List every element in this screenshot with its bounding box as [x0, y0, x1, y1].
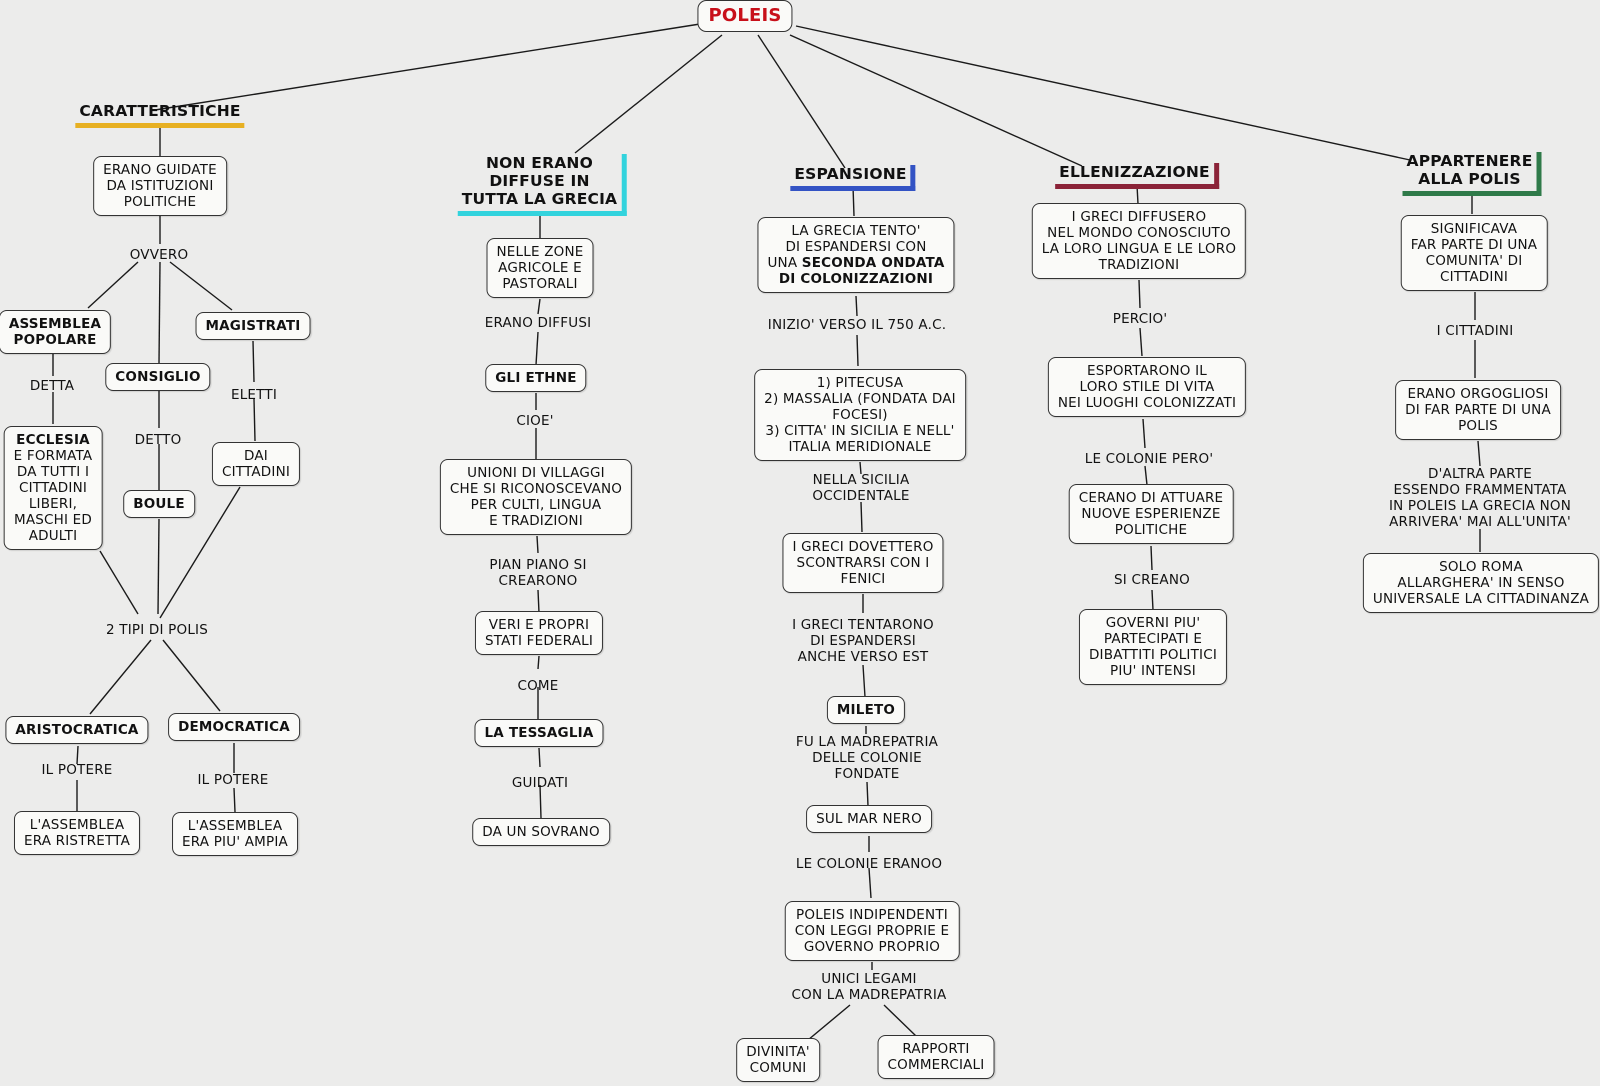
- node-cerano-attuare: CERANO DI ATTUARE NUOVE ESPERIENZE POLIT…: [1068, 484, 1234, 544]
- node-assemblea-popolare: ASSEMBLEA POPOLARE: [0, 310, 112, 354]
- link-il-potere-1: IL POTERE: [41, 762, 113, 778]
- branch-non-erano-diffuse: NON ERANO DIFFUSE IN TUTTA LA GRECIA: [457, 154, 627, 216]
- link-unici-legami: UNICI LEGAMI CON LA MADREPATRIA: [791, 971, 947, 1003]
- poleis-root: POLEIS: [697, 0, 793, 32]
- node-magistrati: MAGISTRATI: [195, 312, 311, 340]
- node-grecia-tento: LA GRECIA TENTO' DI ESPANDERSI CON UNA S…: [757, 217, 955, 293]
- node-divinita-comuni: DIVINITA' COMUNI: [736, 1038, 820, 1082]
- link-cioe: CIOE': [516, 413, 554, 429]
- branch-appartenere: APPARTENERE ALLA POLIS: [1402, 152, 1542, 196]
- node-poleis-indipendenti: POLEIS INDIPENDENTI CON LEGGI PROPRIE E …: [784, 901, 960, 961]
- link-come: COME: [517, 678, 559, 694]
- node-assemblea-ampia: L'ASSEMBLEA ERA PIU' AMPIA: [172, 812, 298, 856]
- node-democratica: DEMOCRATICA: [168, 713, 300, 741]
- node-da-un-sovrano: DA UN SOVRANO: [472, 818, 610, 846]
- node-consiglio: CONSIGLIO: [105, 363, 211, 391]
- link-colonie-pero: LE COLONIE PERO': [1084, 451, 1214, 467]
- link-madrepatria: FU LA MADREPATRIA DELLE COLONIE FONDATE: [795, 734, 939, 782]
- link-detta: DETTA: [29, 378, 75, 394]
- branch-espansione: ESPANSIONE: [790, 165, 916, 191]
- node-greci-diffusero: I GRECI DIFFUSERO NEL MONDO CONOSCIUTO L…: [1031, 203, 1247, 279]
- node-gli-ethne: GLI ETHNE: [485, 364, 587, 392]
- branch-caratteristiche: CARATTERISTICHE: [75, 102, 245, 128]
- node-governi-partecipati: GOVERNI PIU' PARTECIPATI E DIBATTITI POL…: [1078, 609, 1228, 685]
- node-la-tessaglia: LA TESSAGLIA: [474, 719, 604, 747]
- link-tentarono-est: I GRECI TENTARONO DI ESPANDERSI ANCHE VE…: [792, 617, 934, 665]
- node-colonie-elenco: 1) PITECUSA 2) MASSALIA (FONDATA DAI FOC…: [754, 369, 966, 461]
- link-altra-parte: D'ALTRA PARTE ESSENDO FRAMMENTATA IN POL…: [1388, 466, 1572, 530]
- node-aristocratica: ARISTOCRATICA: [5, 716, 149, 744]
- node-esportarono: ESPORTARONO IL LORO STILE DI VITA NEI LU…: [1047, 357, 1247, 417]
- link-inizio-750: INIZIO' VERSO IL 750 A.C.: [767, 317, 947, 333]
- node-scontrarsi-fenici: I GRECI DOVETTERO SCONTRARSI CON I FENIC…: [782, 533, 944, 593]
- node-mileto: MILETO: [826, 696, 906, 724]
- node-assemblea-ristretta: L'ASSEMBLEA ERA RISTRETTA: [13, 811, 141, 855]
- link-i-cittadini: I CITTADINI: [1436, 323, 1514, 339]
- node-significava: SIGNIFICAVA FAR PARTE DI UNA COMUNITA' D…: [1400, 215, 1548, 291]
- link-tipi-polis: 2 TIPI DI POLIS: [105, 622, 209, 638]
- node-stati-federali: VERI E PROPRI STATI FEDERALI: [474, 611, 604, 655]
- ecclesia-text: E FORMATA DA TUTTI I CITTADINI LIBERI, M…: [13, 448, 93, 544]
- node-boule: BOULE: [123, 490, 195, 518]
- seconda-ondata-text: SECONDA ONDATA DI COLONIZZAZIONI: [778, 255, 945, 287]
- link-colonie-eranoo: LE COLONIE ERANOO: [795, 856, 943, 872]
- link-ovvero: OVVERO: [129, 247, 189, 263]
- link-si-creano: SI CREANO: [1114, 572, 1190, 588]
- node-unioni-villaggi: UNIONI DI VILLAGGI CHE SI RICONOSCEVANO …: [439, 459, 633, 535]
- link-detto: DETTO: [134, 432, 182, 448]
- grecia-tento-text: LA GRECIA TENTO' DI ESPANDERSI CON UNA: [767, 223, 927, 271]
- link-percio: PERCIO': [1112, 311, 1168, 327]
- node-solo-roma: SOLO ROMA ALLARGHERA' IN SENSO UNIVERSAL…: [1362, 553, 1600, 613]
- node-zone-agricole: NELLE ZONE AGRICOLE E PASTORALI: [486, 238, 594, 298]
- node-rapporti-commerciali: RAPPORTI COMMERCIALI: [877, 1035, 995, 1079]
- link-guidati: GUIDATI: [511, 775, 569, 791]
- node-orgogliosi: ERANO ORGOGLIOSI DI FAR PARTE DI UNA POL…: [1395, 380, 1561, 440]
- link-erano-diffusi: ERANO DIFFUSI: [484, 315, 592, 331]
- node-erano-guidate: ERANO GUIDATE DA ISTITUZIONI POLITICHE: [93, 156, 227, 216]
- root-label: POLEIS: [708, 5, 782, 26]
- link-pian-piano: PIAN PIANO SI CREARONO: [489, 557, 587, 589]
- node-dai-cittadini: DAI CITTADINI: [211, 442, 301, 486]
- link-il-potere-2: IL POTERE: [197, 772, 269, 788]
- link-nella-sicilia: NELLA SICILIA OCCIDENTALE: [812, 472, 910, 504]
- link-eletti: ELETTI: [230, 387, 278, 403]
- branch-ellenizzazione: ELLENIZZAZIONE: [1055, 163, 1219, 189]
- ecclesia-title: ECCLESIA: [16, 432, 90, 448]
- node-mar-nero: SUL MAR NERO: [806, 805, 932, 833]
